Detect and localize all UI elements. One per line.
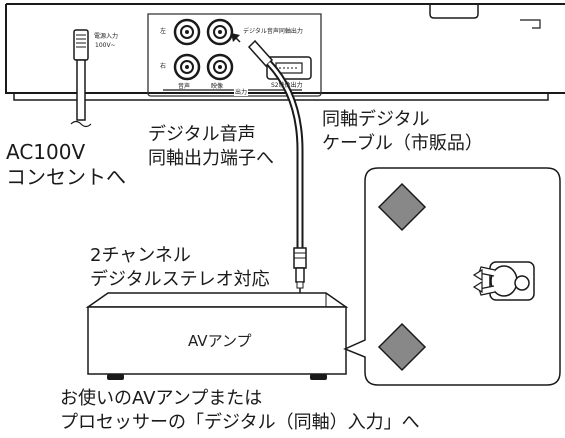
- coax-output-label: デジタル音声同軸出力: [243, 28, 303, 35]
- stereo-label-line2: デジタルステレオ対応: [90, 269, 270, 290]
- av-amplifier: [85, 292, 349, 380]
- coax-terminal-label-line2: 同軸出力端子へ: [148, 148, 274, 169]
- jack-panel: [147, 13, 322, 97]
- bottom-note-line2: プロセッサーの「デジタル（同軸）入力」へ: [60, 412, 420, 433]
- listener-in-chair: [472, 261, 535, 301]
- stereo-label-line1: 2チャンネル: [90, 245, 191, 266]
- outlet-label-line2: コンセントへ: [6, 165, 126, 189]
- bottom-note-line1: お使いのAVアンプまたは: [60, 388, 263, 409]
- amplifier-label: AVアンプ: [188, 332, 252, 350]
- power-input-label: 電源入力: [94, 33, 119, 40]
- audio-left-label: 左: [160, 28, 167, 35]
- coax-cable-label-line2: ケーブル（市販品）: [322, 133, 483, 154]
- audio-right-label: 右: [160, 63, 167, 70]
- power-cord: [70, 29, 92, 128]
- speaker-front: [377, 182, 427, 232]
- outlet-label-line1: AC100V: [6, 140, 86, 164]
- speaker-rear: [377, 322, 427, 372]
- coax-cable-label-line1: 同軸デジタル: [322, 109, 430, 130]
- svideo-output-label: S2映像出力: [271, 82, 303, 89]
- player-rear-panel: [5, 3, 565, 101]
- power-voltage-label: 100V~: [95, 42, 116, 49]
- video-jack-label: 映像: [211, 83, 224, 90]
- output-group-label: 出力: [234, 89, 249, 96]
- coax-terminal-label-line1: デジタル音声: [148, 124, 256, 145]
- coax-cable: [230, 32, 307, 296]
- audio-jack-label: 音声: [178, 83, 191, 90]
